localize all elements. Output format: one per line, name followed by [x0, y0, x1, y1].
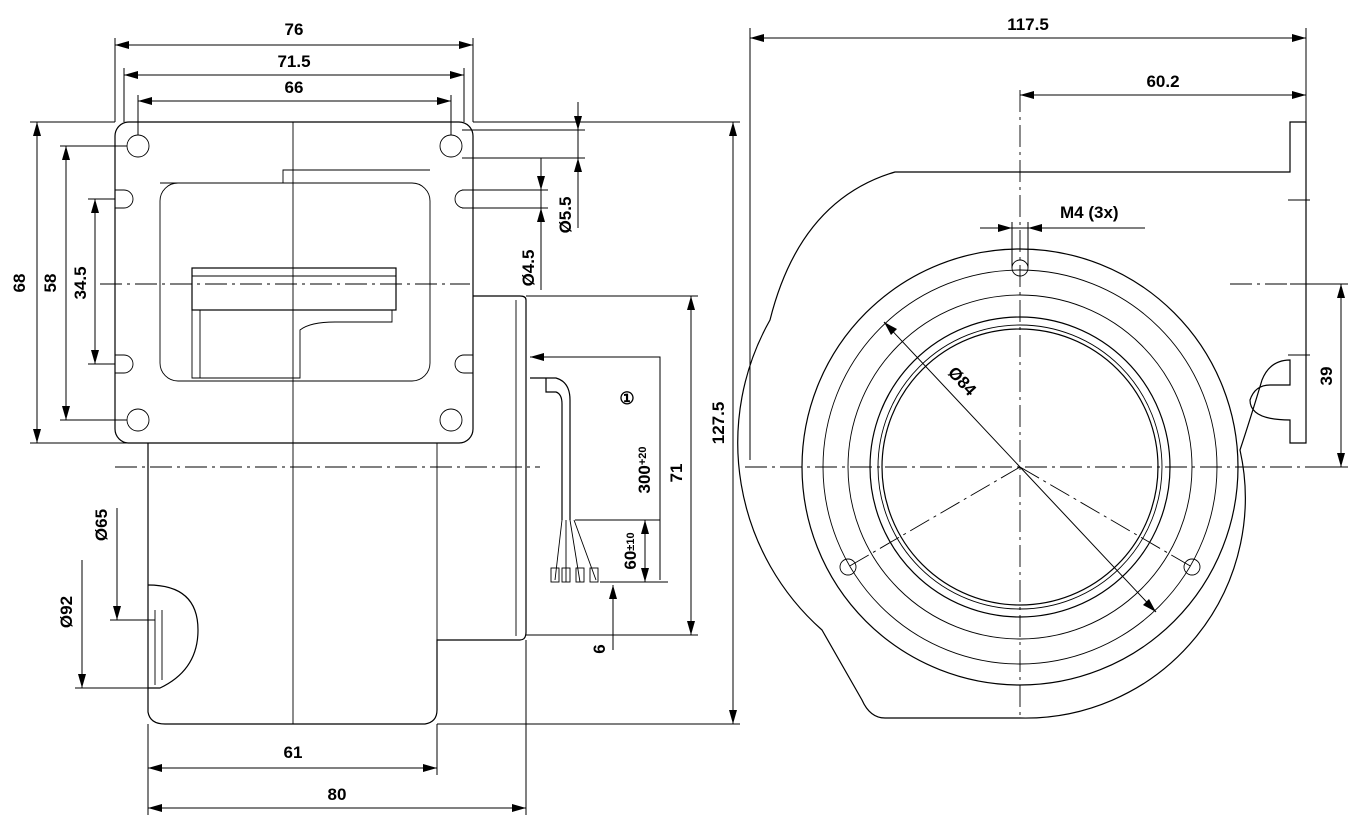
cable: [530, 377, 571, 520]
inlet-lip: [147, 584, 199, 689]
label-39: 39: [1317, 367, 1336, 386]
label-127-5: 127.5: [709, 402, 728, 445]
mount-hole-bl: [126, 408, 150, 432]
cable-leader-arrow: [530, 353, 544, 361]
callout-1: ①: [619, 389, 634, 408]
mount-hole-tr: [439, 134, 463, 158]
label-dia-92: Ø92: [57, 596, 76, 628]
wire-tip-3: [575, 567, 585, 583]
mount-hole-tl: [126, 134, 150, 158]
wire-tip-2: [561, 567, 571, 583]
slot-right-top: [454, 189, 473, 209]
m4-hole-right: [1183, 558, 1201, 576]
housing-body: [147, 295, 527, 725]
label-strip-6: 6: [590, 644, 609, 653]
label-dia-5-5: Ø5.5: [556, 197, 575, 234]
label-34-5: 34.5: [71, 266, 90, 299]
side-view: 117.5 60.2 M4 (3x) Ø84 39: [737, 15, 1348, 719]
step-line-top: [160, 169, 430, 184]
label-dia-84: Ø84: [944, 363, 980, 400]
label-66: 66: [285, 78, 304, 97]
label-dia-4-5: Ø4.5: [519, 250, 538, 287]
scroll-housing: [737, 121, 1307, 719]
slot-left-bottom: [115, 354, 134, 374]
motor-body: [191, 310, 393, 379]
flange-plate: [114, 121, 474, 444]
label-dia-65: Ø65: [92, 509, 111, 541]
cable-leader: [530, 356, 661, 580]
label-71-5: 71.5: [277, 52, 310, 71]
label-71: 71: [667, 464, 686, 483]
wire-tip-4: [589, 567, 599, 583]
front-view: 76 71.5 66 68 58 34.5 Ø5.5 Ø4.5: [10, 20, 740, 815]
label-80: 80: [328, 785, 347, 804]
slot-left-top: [115, 189, 134, 209]
dim-line-dia-84: [883, 321, 1157, 613]
label-76: 76: [285, 20, 304, 39]
label-m4: M4 (3x): [1060, 203, 1119, 222]
label-117-5: 117.5: [1007, 15, 1049, 34]
label-58: 58: [41, 274, 60, 293]
wire-ends: [554, 519, 597, 583]
label-60-2: 60.2: [1146, 72, 1179, 91]
label-68: 68: [10, 274, 29, 293]
label-wire-60: 60±10: [621, 532, 640, 569]
window-opening: [159, 182, 431, 382]
m4-hole-left: [839, 558, 857, 576]
label-cable-300: 300+20: [635, 446, 654, 493]
motor-shaft: [191, 267, 397, 311]
label-61: 61: [284, 743, 303, 762]
slot-right-bottom: [454, 354, 473, 374]
mount-hole-br: [439, 408, 463, 432]
wire-tip-1: [550, 567, 560, 583]
